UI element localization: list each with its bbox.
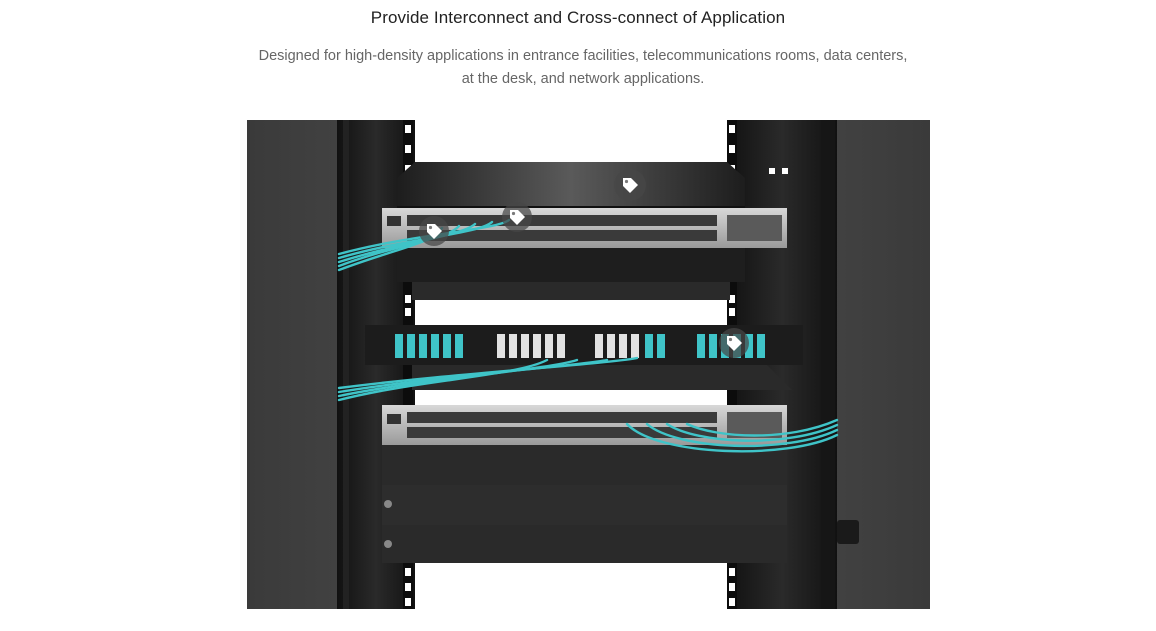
hotspot-top-panel[interactable] bbox=[614, 169, 646, 201]
cable-manager-mid bbox=[397, 248, 745, 282]
section-description: Designed for high-density applications i… bbox=[258, 48, 908, 87]
switch-top bbox=[382, 208, 787, 248]
rack-product-image bbox=[247, 120, 930, 609]
hotspot-switch-ports[interactable] bbox=[502, 202, 532, 232]
hotspot-cassette[interactable] bbox=[719, 328, 749, 358]
hotspot-switch-left[interactable] bbox=[419, 216, 449, 246]
rack-shelf bbox=[412, 282, 730, 300]
section-title: Provide Interconnect and Cross-connect o… bbox=[370, 8, 786, 27]
cable-manager-top bbox=[397, 162, 745, 210]
price-tag-icon bbox=[727, 336, 742, 351]
price-tag-icon bbox=[427, 224, 442, 239]
rack-mounting-holes bbox=[405, 125, 788, 606]
blank-panels bbox=[382, 445, 787, 563]
price-tag-icon bbox=[510, 210, 525, 225]
fiber-cables bbox=[337, 218, 839, 453]
price-tag-icon bbox=[623, 178, 638, 193]
